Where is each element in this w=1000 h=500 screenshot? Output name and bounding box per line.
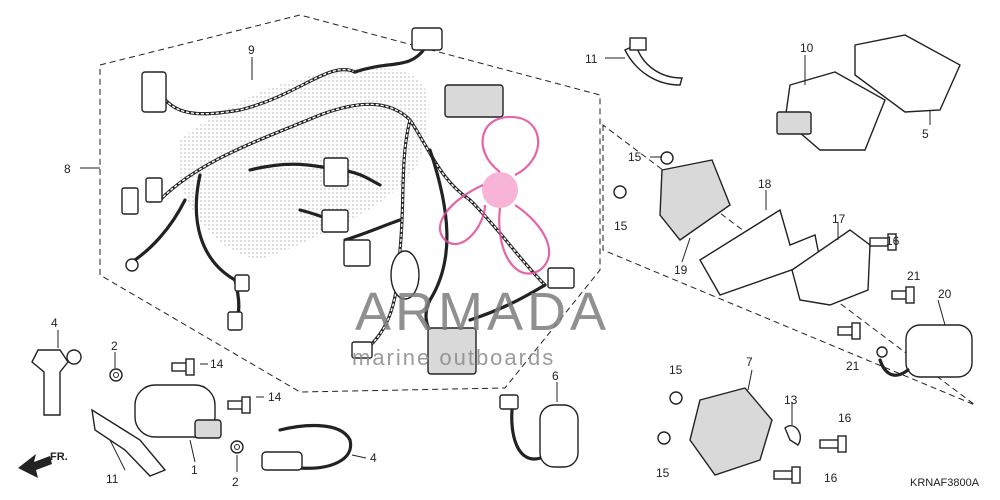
high-tension-cable: [261, 424, 353, 471]
bolt-21-c: [876, 346, 888, 358]
bolt-14-lower: [227, 396, 251, 414]
callout-3: 4: [51, 316, 58, 330]
callout-1: 1: [191, 463, 198, 477]
clip-13: [784, 425, 802, 446]
callout-13-label: 13: [784, 393, 798, 407]
callout-15-b: 15: [614, 219, 628, 233]
front-direction-arrow: FR.: [18, 451, 68, 478]
callout-21-a: 21: [907, 269, 921, 283]
nut-15-b: [613, 185, 627, 199]
callout-9: 10: [800, 41, 814, 55]
harness-connectors: [121, 27, 575, 375]
callout-12: 11: [585, 52, 598, 66]
nut-2-lower: [230, 440, 244, 454]
harness-assembly-outline: [99, 14, 601, 393]
callout-labels: 9 8 11 10 5 15 15 18 19 17 16 21 20 21 7…: [51, 41, 952, 489]
callout-15-a: 15: [628, 150, 642, 164]
callout-15-d: 15: [656, 466, 670, 480]
nut-2-upper: [109, 368, 123, 382]
watermark-brand: ARMADA: [355, 282, 610, 342]
callout-21-b: 21: [846, 359, 860, 373]
nut-15-c: [669, 391, 683, 405]
cdi-unit: [776, 71, 886, 151]
callout-16-c: 16: [824, 471, 838, 485]
nut-15-d: [657, 431, 671, 445]
armada-watermark: ARMADA marine outboards: [352, 115, 610, 370]
callout-15-c: 15: [669, 363, 683, 377]
nut-15-a: [660, 151, 674, 165]
callout-7: 8: [64, 162, 71, 176]
bolt-16-b: [819, 435, 847, 453]
callout-5: 7: [746, 355, 753, 369]
component-20: [878, 324, 973, 378]
callout-16-b: 16: [838, 411, 852, 425]
callout-2-b: 2: [232, 475, 239, 489]
diagram-reference-code: KRNAF3800A: [910, 477, 980, 489]
callout-8: 9: [248, 43, 255, 57]
regulator-stay: [699, 208, 821, 296]
cdi-rubber-holder: [854, 34, 961, 113]
front-marker-label: FR.: [50, 451, 68, 463]
bolt-21-b: [837, 322, 861, 340]
callout-14-b: 14: [268, 390, 282, 404]
regulator-rectifier: [659, 159, 731, 241]
spark-plug-cap: [31, 349, 82, 416]
bolt-16-a: [869, 233, 897, 251]
callout-18: 18: [758, 177, 772, 191]
callout-20: 20: [938, 287, 952, 301]
callout-14-a: 14: [210, 357, 224, 371]
condenser: [499, 394, 579, 468]
callout-11-label: 11: [106, 472, 119, 486]
leader-lines: [57, 55, 946, 472]
coil-bracket: [91, 408, 167, 477]
callout-17: 17: [832, 212, 846, 226]
callout-16-a: 16: [886, 234, 900, 248]
regulator-5: [689, 387, 773, 476]
bolt-21-a: [891, 286, 915, 304]
cable-tie: [624, 44, 683, 86]
watermark-tagline: marine outboards: [352, 345, 555, 370]
bolt-14-upper: [171, 358, 195, 376]
callout-10: 5: [922, 127, 929, 141]
callout-19: 19: [674, 263, 688, 277]
bracket-17: [791, 229, 871, 306]
callout-4-label: 4: [370, 451, 377, 465]
ignition-coil: [134, 384, 222, 439]
propeller-logo: [438, 115, 551, 275]
bolt-16-c: [773, 466, 801, 484]
callout-2-a: 2: [111, 339, 118, 353]
callout-6-label: 6: [552, 369, 559, 383]
